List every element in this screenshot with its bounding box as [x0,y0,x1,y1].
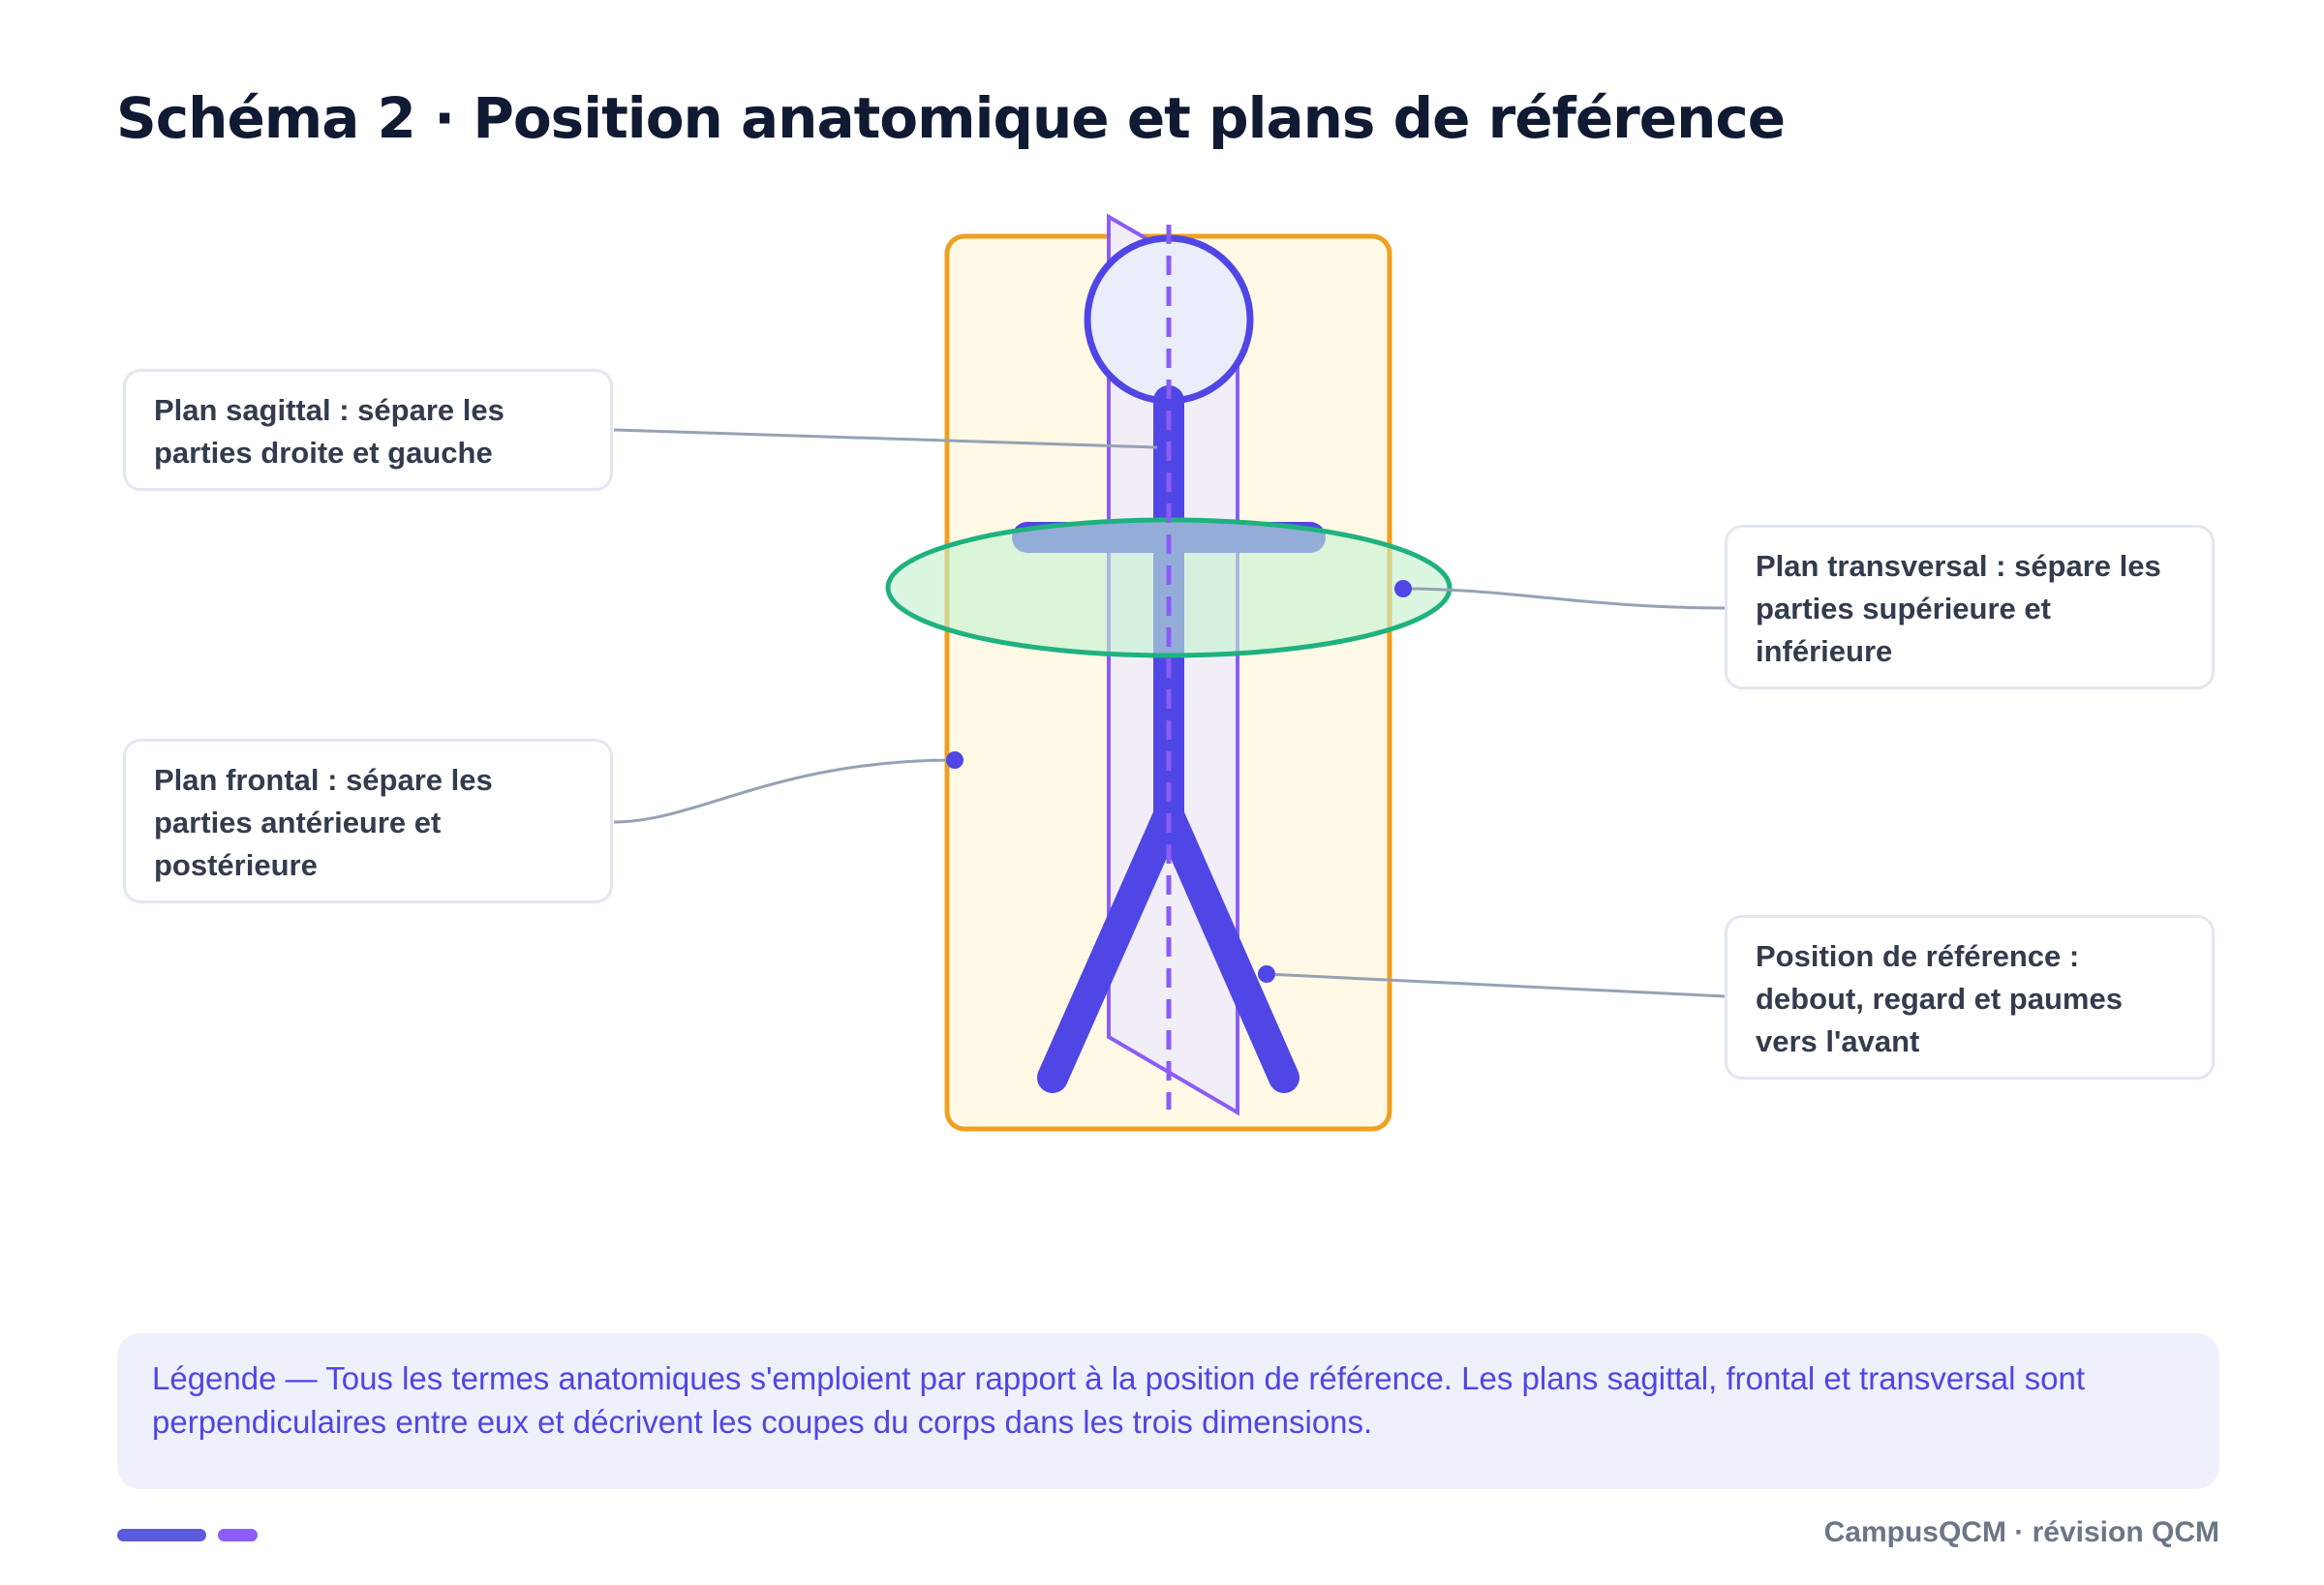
callout-frontal-text: Plan frontal : sépare les parties antéri… [154,763,493,882]
callout-reference-text: Position de référence : debout, regard e… [1756,939,2123,1058]
frontal-leader-line [613,758,956,824]
footer-credit: CampusQCM · révision QCM [1823,1516,2219,1548]
accent-bar-secondary [218,1529,258,1541]
page-title: Schéma 2 · Position anatomique et plans … [116,85,1786,151]
sagittal-leader-line [613,428,1158,449]
callout-transverse-plane: Plan transversal : sépare les parties su… [1725,525,2215,689]
callout-transverse-text: Plan transversal : sépare les parties su… [1756,549,2161,668]
legend-text: Légende — Tous les termes anatomiques s'… [152,1360,2085,1440]
right-leg [1153,800,1300,1093]
left-leg [1037,800,1184,1093]
legend-box: Légende — Tous les termes anatomiques s'… [117,1333,2219,1489]
callout-sagittal-text: Plan sagittal : sépare les parties droit… [154,393,505,470]
reference-leader-line [1266,972,1726,998]
callout-reference-position: Position de référence : debout, regard e… [1725,915,2215,1080]
callout-sagittal-plane: Plan sagittal : sépare les parties droit… [123,369,613,491]
callout-frontal-plane: Plan frontal : sépare les parties antéri… [123,739,613,903]
frontal-anchor-dot [946,751,963,769]
reference-anchor-dot [1258,965,1275,983]
accent-bar-primary [117,1529,206,1541]
transverse-leader-line [1402,587,1726,610]
transverse-anchor-dot [1394,580,1412,597]
